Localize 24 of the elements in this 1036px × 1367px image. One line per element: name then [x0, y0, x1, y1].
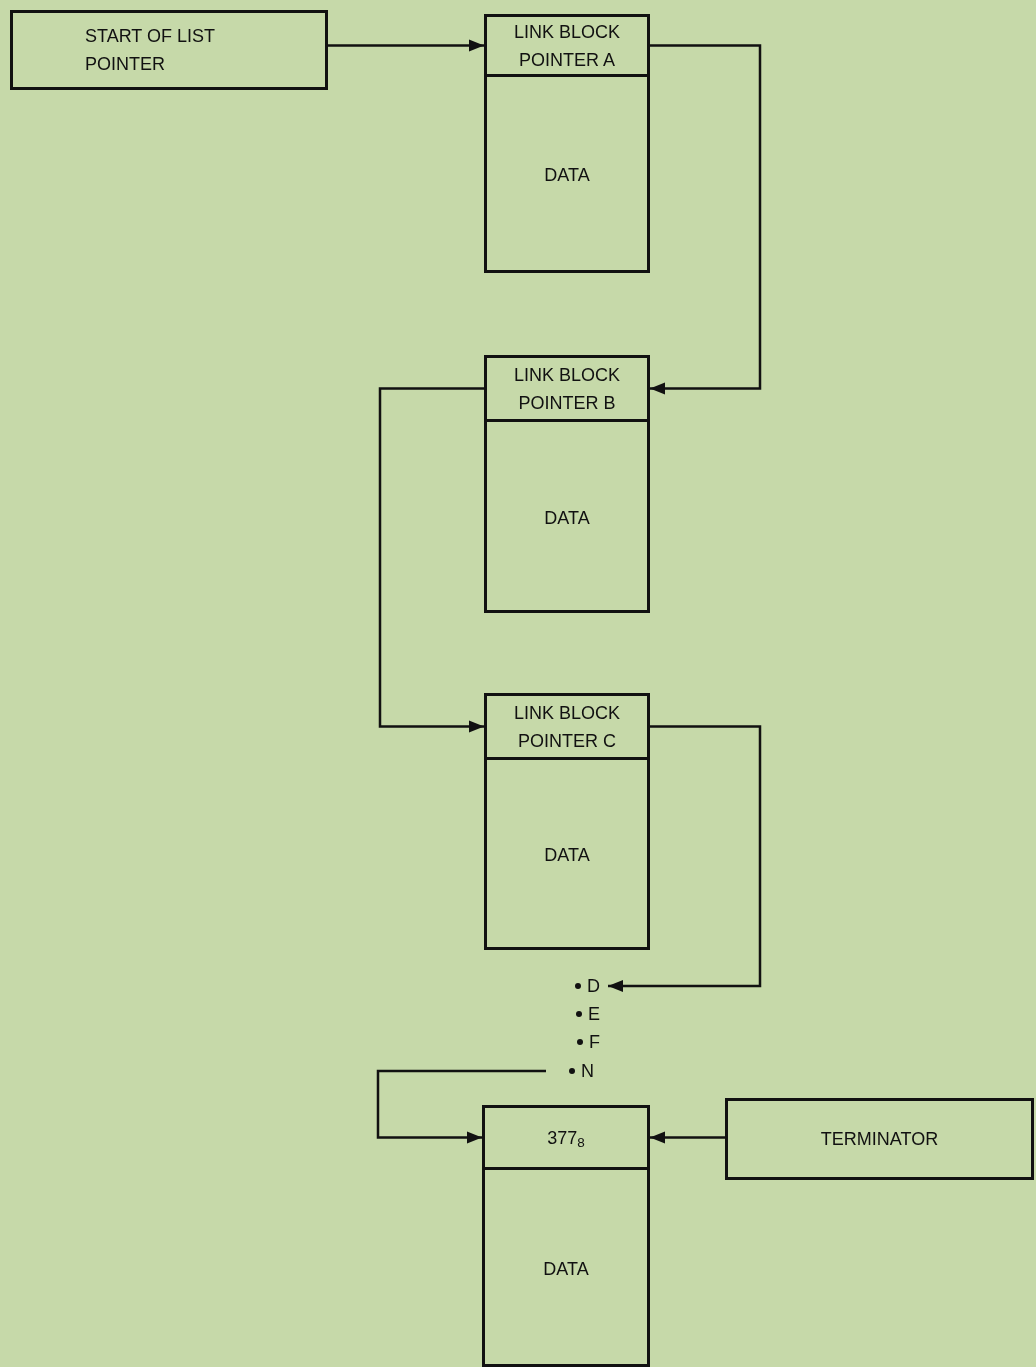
connector-arrow [378, 387, 484, 733]
process-box: START OF LIST POINTER [10, 10, 328, 90]
data-field: DATA [487, 77, 647, 273]
list-letter: D [587, 977, 600, 995]
pointer-field: LINK BLOCK POINTER C [487, 696, 647, 760]
link-block [484, 14, 650, 273]
pointer-field: LINK BLOCK POINTER B [487, 358, 647, 422]
connector-arrow [328, 39, 484, 52]
data-field: DATA [487, 760, 647, 950]
connector-arrow [650, 1131, 725, 1144]
list-letter: N [581, 1062, 594, 1080]
list-letter: F [589, 1033, 600, 1051]
data-field: DATA [487, 422, 647, 613]
connector-arrow [376, 1069, 546, 1144]
pointer-field: 377$_{8}$ [485, 1108, 647, 1170]
pointer-field: LINK BLOCK POINTER A [487, 17, 647, 77]
connector-arrow [608, 725, 762, 992]
data-field: DATA [485, 1170, 647, 1367]
link-block [482, 1105, 650, 1367]
list-letter: E [588, 1005, 600, 1023]
link-block [484, 355, 650, 613]
link-block [484, 693, 650, 950]
connector-arrow [650, 44, 762, 395]
process-box: TERMINATOR [725, 1098, 1034, 1180]
